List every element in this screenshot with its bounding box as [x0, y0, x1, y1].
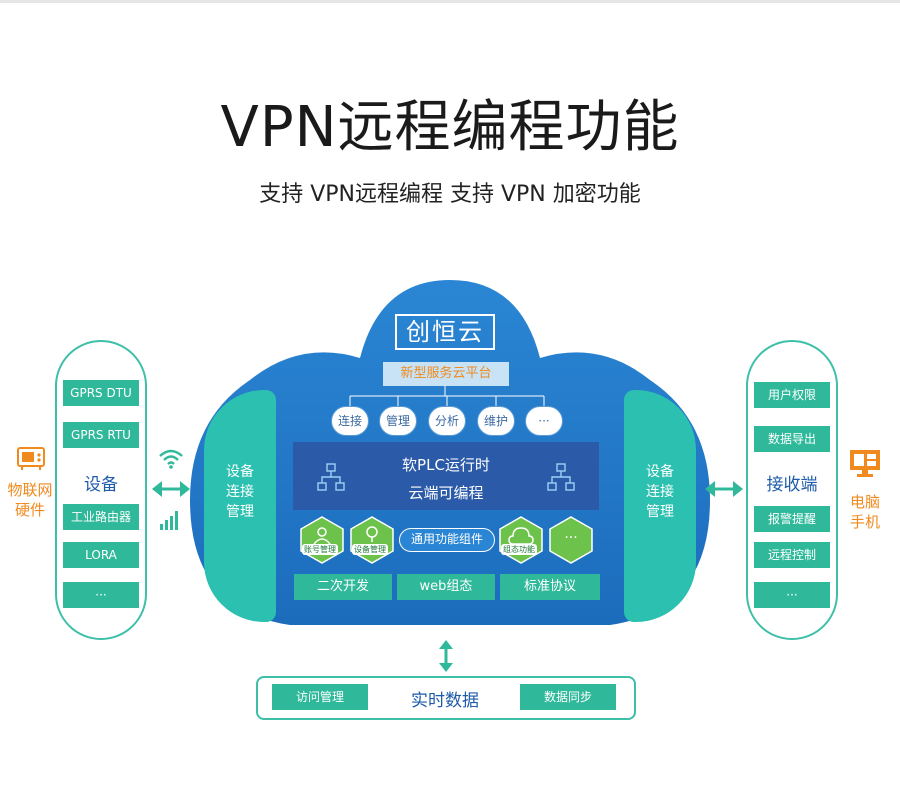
hex-device-icon[interactable]	[350, 516, 394, 568]
service-maintain[interactable]: 维护	[477, 406, 515, 436]
bottom-data-sync[interactable]: 数据同步	[520, 684, 616, 710]
network-tree-icon-left	[316, 462, 346, 496]
hex-config-icon[interactable]	[499, 516, 543, 568]
cloud-left-connection-label: 设备 连接 管理	[204, 462, 276, 522]
cloud-left-connection	[204, 390, 276, 622]
left-label: 设备	[84, 475, 118, 495]
core-line2: 云端可编程	[408, 484, 484, 502]
service-manage[interactable]: 管理	[379, 406, 417, 436]
left-item-lora[interactable]: LORA	[63, 542, 139, 568]
right-item-alarm[interactable]: 报警提醒	[754, 506, 830, 532]
top-border	[0, 0, 900, 3]
right-item-permissions[interactable]: 用户权限	[754, 382, 830, 408]
platform-bar: 新型服务云平台	[383, 362, 509, 386]
bottom-label: 实时数据	[411, 691, 479, 711]
core-box	[293, 442, 599, 510]
cloud-right-connection	[624, 390, 696, 622]
cloud-item-secondary-dev[interactable]: 二次开发	[294, 574, 392, 600]
right-item-remote-control[interactable]: 远程控制	[754, 542, 830, 568]
vertical-double-arrow-icon	[436, 640, 456, 676]
hex-account-icon[interactable]	[300, 516, 344, 568]
hex-more-label: ···	[564, 530, 578, 546]
right-caption-line1: 电脑	[849, 493, 880, 511]
device-icon	[12, 444, 50, 474]
service-connect[interactable]: 连接	[331, 406, 369, 436]
service-analyze[interactable]: 分析	[428, 406, 466, 436]
left-capsule: GPRS DTU GPRS RTU 设备 工业路由器 LORA ···	[55, 340, 147, 640]
hex-more-icon[interactable]	[549, 516, 593, 568]
brand-logo: 创恒云	[395, 314, 495, 350]
cloud-right-line1: 设备	[646, 464, 674, 480]
cloud-left-line3: 管理	[226, 504, 254, 520]
signal-bars-icon	[160, 508, 182, 534]
right-double-arrow-icon	[705, 478, 743, 504]
right-device-caption: 电脑 手机	[840, 492, 890, 532]
computer-icon	[848, 448, 882, 482]
left-item-gprs-rtu[interactable]: GPRS RTU	[63, 422, 139, 448]
network-tree-icon-right	[546, 462, 576, 496]
hex-config-label: 组态功能	[501, 544, 537, 555]
components-label: 通用功能组件	[399, 528, 495, 552]
cloud-item-web-config[interactable]: web组态	[397, 574, 495, 600]
service-more[interactable]: ···	[525, 406, 563, 436]
page-title: VPN远程编程功能	[220, 95, 680, 160]
right-caption-line2: 手机	[849, 513, 880, 531]
left-double-arrow-icon	[152, 478, 190, 504]
page-subtitle: 支持 VPN远程编程 支持 VPN 加密功能	[259, 182, 641, 207]
cloud-right-connection-label: 设备 连接 管理	[624, 462, 696, 522]
core-line1: 软PLC运行时	[402, 456, 490, 474]
cloud-left-line1: 设备	[226, 464, 254, 480]
cloud-right-line3: 管理	[646, 504, 674, 520]
right-capsule: 用户权限 数据导出 接收端 报警提醒 远程控制 ···	[746, 340, 838, 640]
hex-account-label: 账号管理	[302, 544, 338, 555]
left-device-caption: 物联网 硬件	[0, 480, 60, 520]
right-item-more[interactable]: ···	[754, 582, 830, 608]
left-item-router[interactable]: 工业路由器	[63, 504, 139, 530]
wifi-icon	[158, 448, 184, 474]
right-label: 接收端	[766, 475, 818, 495]
cloud-left-line2: 连接	[226, 484, 254, 500]
right-item-export[interactable]: 数据导出	[754, 426, 830, 452]
cloud-right-line2: 连接	[646, 484, 674, 500]
left-caption-line1: 物联网	[7, 481, 53, 499]
hex-device-label: 设备管理	[352, 544, 388, 555]
left-item-more[interactable]: ···	[63, 582, 139, 608]
bottom-access-manage[interactable]: 访问管理	[272, 684, 368, 710]
left-item-gprs-dtu[interactable]: GPRS DTU	[63, 380, 139, 406]
left-caption-line2: 硬件	[14, 501, 45, 519]
cloud-item-standard-protocol[interactable]: 标准协议	[500, 574, 600, 600]
